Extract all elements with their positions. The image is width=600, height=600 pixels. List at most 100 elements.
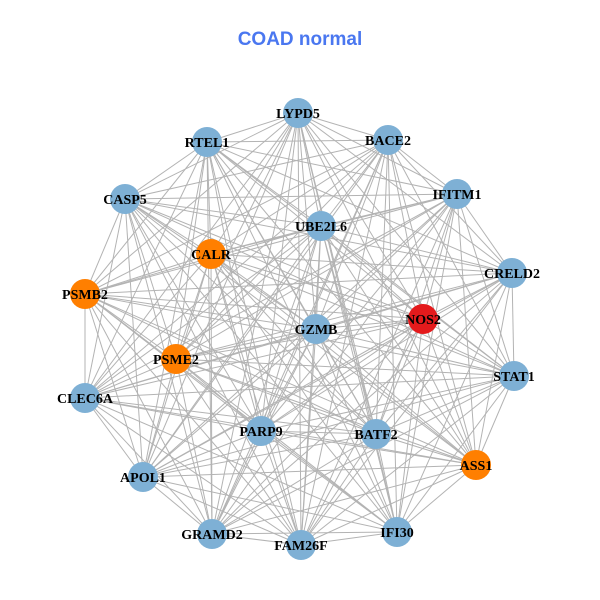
edge-batf2-apol1 <box>142 433 377 478</box>
edge-psme2-apol1 <box>142 358 177 478</box>
node-label: LYPD5 <box>276 107 320 122</box>
edge-psme2-fam26f <box>175 358 302 546</box>
node-label: CASP5 <box>103 193 147 208</box>
edge-rtel1-casp5 <box>124 141 208 200</box>
edge-lypd5-ifi30 <box>297 112 398 533</box>
edge-calr-ifi30 <box>210 253 398 533</box>
edge-gzmb-apol1 <box>142 328 317 478</box>
edge-ifitm1-psmb2 <box>84 193 458 295</box>
edge-casp5-nos2 <box>124 198 424 320</box>
edge-nos2-ass1 <box>422 318 477 466</box>
edge-psmb2-gramd2 <box>84 293 213 535</box>
edge-creld2-gramd2 <box>211 272 513 535</box>
node-circle <box>128 462 158 492</box>
node-label: ASS1 <box>460 459 493 474</box>
edge-parp9-batf2 <box>260 430 377 435</box>
node-circle <box>373 125 403 155</box>
node-creld2[interactable]: CRELD2 <box>484 258 540 288</box>
edge-calr-parp9 <box>210 253 262 432</box>
node-circle <box>408 304 438 334</box>
edge-bace2-batf2 <box>375 139 389 435</box>
node-bace2[interactable]: BACE2 <box>365 125 411 155</box>
edge-ass1-apol1 <box>142 464 477 478</box>
edge-parp9-ifi30 <box>260 430 398 533</box>
edge-calr-creld2 <box>210 253 513 274</box>
edge-ifitm1-stat1 <box>456 193 515 377</box>
node-ifitm1[interactable]: IFITM1 <box>433 179 482 209</box>
edge-calr-fam26f <box>210 253 302 546</box>
node-ifi30[interactable]: IFI30 <box>380 517 414 547</box>
node-ube2l6[interactable]: UBE2L6 <box>295 211 347 241</box>
node-circle <box>283 98 313 128</box>
edge-gzmb-fam26f <box>300 328 317 546</box>
edge-rtel1-fam26f <box>206 141 302 546</box>
edge-clec6a-batf2 <box>84 397 377 435</box>
node-gzmb[interactable]: GZMB <box>295 314 338 344</box>
edge-nos2-psme2 <box>175 318 424 360</box>
edge-bace2-apol1 <box>142 139 389 478</box>
edge-psme2-batf2 <box>175 358 377 435</box>
edge-stat1-clec6a <box>84 375 515 399</box>
node-batf2[interactable]: BATF2 <box>354 419 398 449</box>
node-label: GRAMD2 <box>181 528 242 543</box>
edge-stat1-apol1 <box>142 375 515 478</box>
node-nos2[interactable]: NOS2 <box>405 304 441 334</box>
node-label: FAM26F <box>274 539 327 554</box>
node-psmb2[interactable]: PSMB2 <box>62 279 108 309</box>
node-circle <box>70 383 100 413</box>
node-circle <box>197 519 227 549</box>
edge-stat1-gramd2 <box>211 375 515 535</box>
node-fam26f[interactable]: FAM26F <box>274 530 328 560</box>
edge-ube2l6-ifi30 <box>320 225 398 533</box>
edge-casp5-clec6a <box>84 198 126 399</box>
node-circle <box>382 517 412 547</box>
edge-bace2-gzmb <box>315 139 389 330</box>
node-stat1[interactable]: STAT1 <box>493 361 535 391</box>
node-circle <box>110 184 140 214</box>
node-label: PSMB2 <box>62 288 108 303</box>
edge-lypd5-bace2 <box>297 112 389 141</box>
edge-ube2l6-psme2 <box>175 225 322 360</box>
node-calr[interactable]: CALR <box>191 239 232 269</box>
node-clec6a[interactable]: CLEC6A <box>57 383 114 413</box>
node-label: UBE2L6 <box>295 220 347 235</box>
node-lypd5[interactable]: LYPD5 <box>276 98 320 128</box>
edge-bace2-rtel1 <box>206 139 389 143</box>
node-gramd2[interactable]: GRAMD2 <box>181 519 243 549</box>
edge-psme2-stat1 <box>175 358 515 377</box>
edge-ube2l6-calr <box>210 225 322 255</box>
node-label: BACE2 <box>365 134 411 149</box>
edge-parp9-ass1 <box>260 430 477 466</box>
node-casp5[interactable]: CASP5 <box>103 184 147 214</box>
node-circle <box>497 258 527 288</box>
node-label: STAT1 <box>493 370 535 385</box>
edge-ifitm1-ifi30 <box>396 193 458 533</box>
edge-ube2l6-gramd2 <box>211 225 322 535</box>
node-circle <box>301 314 331 344</box>
node-label: CRELD2 <box>484 267 540 282</box>
edge-casp5-ifi30 <box>124 198 398 533</box>
node-parp9[interactable]: PARP9 <box>239 416 283 446</box>
node-label: IFI30 <box>380 526 413 541</box>
edge-ifitm1-casp5 <box>124 193 458 200</box>
edge-psme2-ifi30 <box>175 358 398 533</box>
edge-lypd5-psmb2 <box>84 112 299 295</box>
edge-psme2-parp9 <box>175 358 262 432</box>
node-label: CLEC6A <box>57 392 114 407</box>
node-apol1[interactable]: APOL1 <box>120 462 166 492</box>
node-ass1[interactable]: ASS1 <box>460 450 493 480</box>
node-psme2[interactable]: PSME2 <box>153 344 199 374</box>
edge-bace2-fam26f <box>300 139 389 546</box>
edge-rtel1-ifi30 <box>206 141 398 533</box>
edge-lypd5-stat1 <box>297 112 515 377</box>
edge-fam26f-ifi30 <box>300 531 398 546</box>
edge-creld2-psme2 <box>175 272 513 360</box>
node-rtel1[interactable]: RTEL1 <box>185 127 230 157</box>
edge-bace2-ass1 <box>387 139 477 466</box>
edge-nos2-batf2 <box>375 318 424 435</box>
edge-bace2-gramd2 <box>211 139 389 535</box>
edge-creld2-psmb2 <box>84 272 513 295</box>
edge-clec6a-apol1 <box>84 397 144 478</box>
